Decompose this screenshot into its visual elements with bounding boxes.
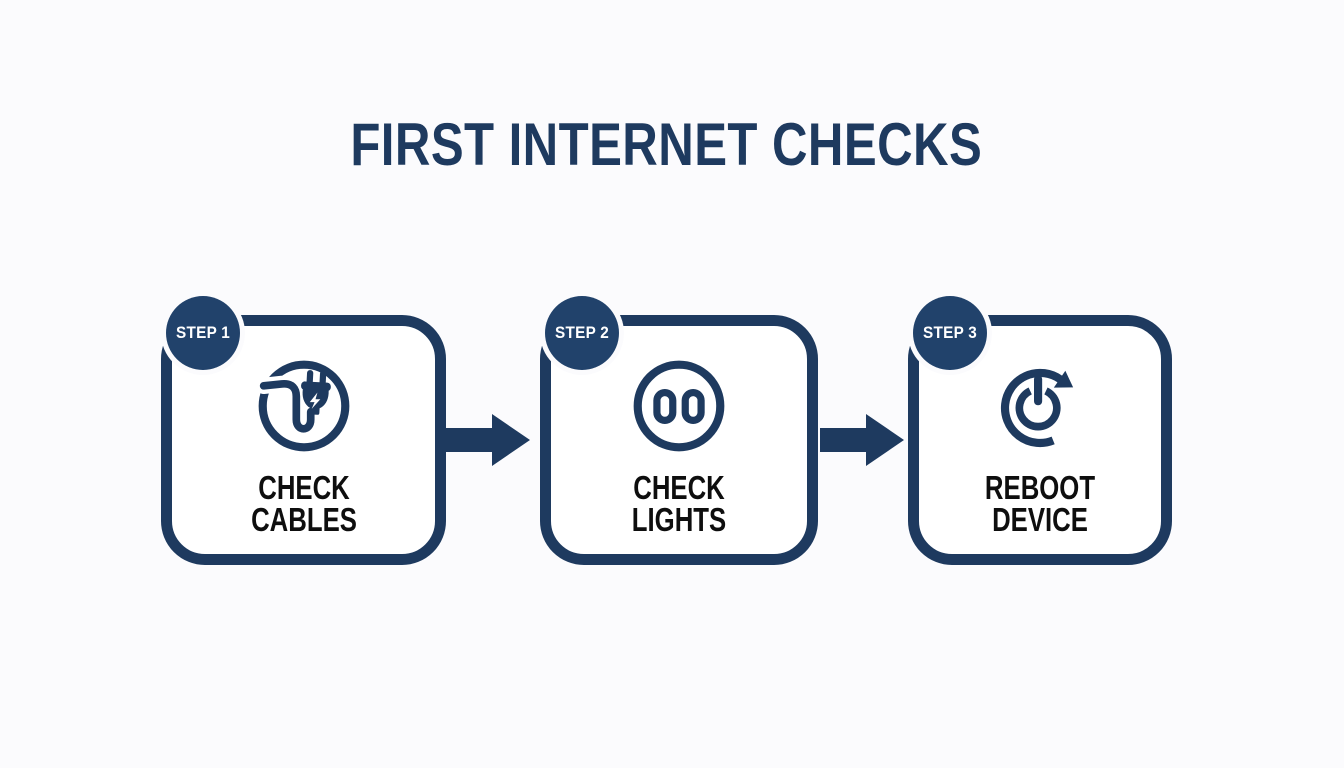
step-card-2: STEP 2 CHECK LIGHTS [540, 296, 818, 565]
arrow-right-icon [820, 414, 904, 466]
step-card-3: STEP 3 REBOOT DEVICE [908, 296, 1172, 565]
step-2-badge-label: STEP 2 [554, 323, 610, 342]
reboot-power-icon [992, 358, 1088, 454]
step-3-label: REBOOT DEVICE [984, 469, 1096, 538]
step-3-badge-label: STEP 3 [922, 323, 978, 342]
step-2-badge: STEP 2 [545, 296, 619, 370]
indicator-lights-icon [631, 358, 727, 454]
step-3-badge: STEP 3 [913, 296, 987, 370]
step-2-label: CHECK LIGHTS [631, 469, 727, 538]
page-title-text: FIRST INTERNET CHECKS [350, 111, 982, 178]
page-title: FIRST INTERNET CHECKS [0, 112, 1332, 178]
plug-cable-icon [255, 358, 352, 454]
arrow-right-icon [446, 414, 530, 466]
step-1-badge: STEP 1 [166, 296, 240, 370]
step-card-1: STEP 1 CHECK CABLES [161, 296, 446, 565]
step-1-badge-label: STEP 1 [175, 323, 231, 342]
step-1-label: CHECK CABLES [250, 469, 357, 538]
